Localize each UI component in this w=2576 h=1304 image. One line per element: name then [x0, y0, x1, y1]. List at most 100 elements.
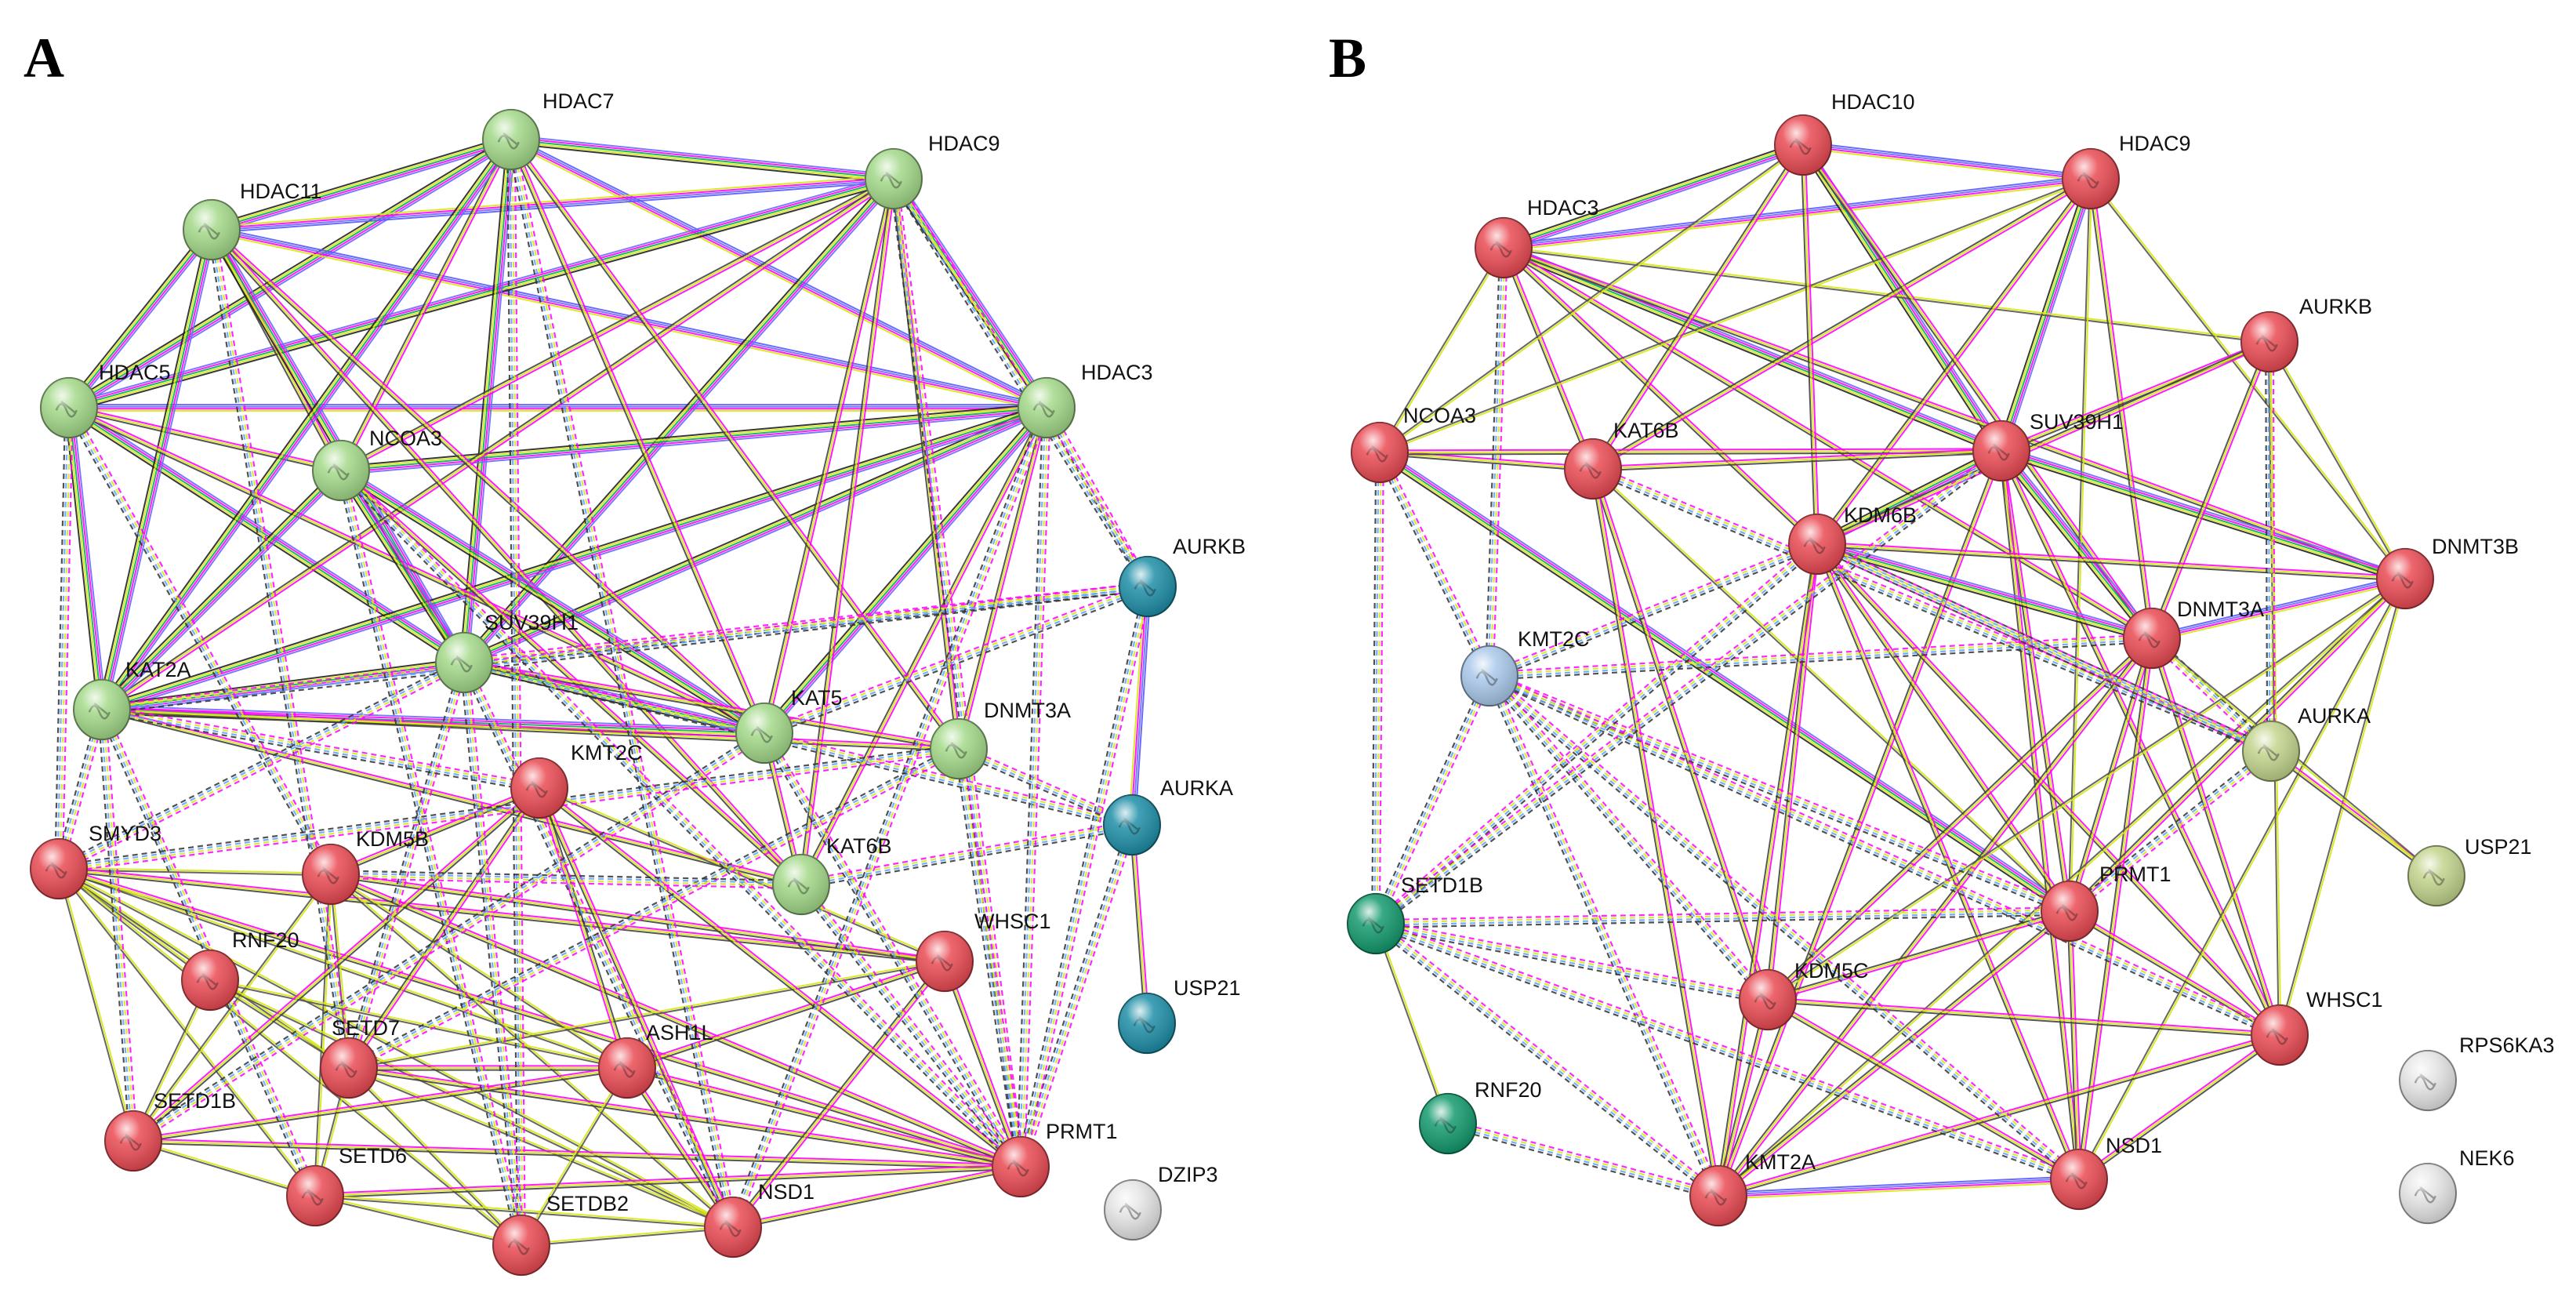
edge-strand [1502, 249, 2152, 641]
node-label: AURKA [2298, 704, 2371, 728]
edge-strand [1379, 453, 1593, 472]
node-label: KAT6B [1613, 419, 1679, 442]
edge-strand [132, 1141, 315, 1198]
edge-strand [101, 584, 1148, 710]
edge-b [1590, 468, 1722, 1197]
edge-strand [68, 178, 894, 409]
node-gloss [436, 632, 492, 693]
edge-strand [2002, 450, 2073, 911]
protein-node-kat6b: KAT6B [1564, 419, 1679, 500]
edge-strand [1503, 247, 1594, 470]
edge-strand [1803, 141, 2092, 177]
protein-node-whsc1: WHSC1 [916, 910, 1051, 993]
protein-node-hdac11: HDAC11 [183, 180, 322, 261]
node-label: PRMT1 [2099, 863, 2171, 886]
edge-a [798, 406, 1050, 886]
edge-b [1375, 450, 1494, 678]
edge-strand [1503, 247, 2153, 639]
edge-a [337, 467, 1025, 1171]
edge-strand [509, 140, 958, 751]
edge-a [1016, 823, 1137, 1168]
edge-strand [1375, 453, 1487, 678]
node-gloss [1348, 893, 1404, 954]
edge-strand [2070, 179, 2093, 912]
node-gloss [2377, 548, 2433, 609]
edge-strand [56, 869, 133, 1142]
edge-strand [1802, 147, 2091, 183]
edge-strand [1504, 243, 2004, 449]
edge-strand [1816, 544, 2271, 754]
protein-node-setd1b: SETD1B [104, 1089, 236, 1172]
edge-strand [96, 228, 209, 710]
edge-strand [893, 178, 1047, 409]
edge-strand [465, 140, 514, 663]
edge-strand [1815, 446, 2001, 542]
edge-strand [1718, 450, 2002, 1197]
node-label: RPS6KA3 [2459, 1033, 2555, 1057]
edge-strand [103, 230, 215, 710]
edge-strand [57, 660, 464, 869]
edge-strand [2152, 580, 2407, 642]
edge-strand [338, 473, 763, 738]
protein-node-ncoa3: NCOA3 [1351, 404, 1476, 484]
edge-strand [1718, 910, 2070, 1197]
edge-strand [1715, 999, 1767, 1196]
edge-strand [1376, 919, 1769, 997]
edge-strand [728, 405, 1044, 1226]
edge-strand [210, 978, 628, 1068]
edge-strand [132, 1067, 628, 1142]
edge-strand [2091, 177, 2407, 579]
edge-a [509, 136, 1049, 412]
protein-node-nsd1: NSD1 [2050, 1134, 2162, 1211]
node-label: DZIP3 [1158, 1163, 1218, 1186]
protein-node-kdm5b: KDM5B [302, 827, 429, 906]
node-gloss [1018, 377, 1075, 438]
edge-strand [67, 174, 893, 405]
edge-strand [68, 407, 765, 734]
edge-strand [69, 406, 333, 874]
panel-a-letter: A [24, 27, 64, 89]
node-label: NSD1 [2106, 1134, 2162, 1157]
edge-strand [1016, 823, 1130, 1166]
edge-strand [59, 867, 317, 1196]
edge-a [626, 958, 946, 1071]
edge-a [209, 978, 734, 1230]
edge-strand [340, 470, 465, 663]
edge-strand [1816, 543, 2153, 639]
edge-strand [1491, 673, 1772, 998]
edge-strand [800, 178, 894, 885]
edge-strand [1129, 825, 1146, 1024]
edge-strand [1767, 1001, 2280, 1038]
edge-strand [1501, 250, 2001, 456]
edge-strand [539, 787, 734, 1228]
edge-strand [1767, 637, 2153, 1001]
edge-strand [59, 867, 212, 980]
node-label: USP21 [2465, 835, 2532, 859]
edge-b [1716, 909, 2072, 1198]
edge-b [1765, 636, 2154, 1002]
edge-strand [1765, 636, 2151, 999]
node-gloss [182, 950, 238, 1011]
edge-strand [762, 582, 1147, 731]
edge-strand [342, 468, 804, 884]
edge-strand [67, 136, 511, 407]
edge-strand [1376, 921, 1720, 1196]
edge-strand [2280, 579, 2407, 1036]
edge-strand [1718, 1032, 2280, 1195]
edge-strand [511, 139, 735, 1227]
edge-strand [800, 407, 1047, 885]
edge-strand [59, 868, 136, 1141]
edge-strand [1504, 180, 2092, 252]
edge-a [762, 582, 1150, 738]
node-gloss [511, 757, 568, 819]
edge-a [942, 960, 1024, 1168]
edge-strand [1816, 547, 2151, 643]
edge-strand [462, 663, 733, 1229]
edge-strand [349, 1066, 523, 1245]
edge-a [57, 867, 523, 1247]
edge-strand [68, 407, 103, 710]
edge-strand [1800, 145, 1816, 545]
edge-strand [66, 408, 101, 710]
edge-a [130, 729, 767, 1145]
protein-node-aurka: AURKA [2242, 704, 2371, 783]
